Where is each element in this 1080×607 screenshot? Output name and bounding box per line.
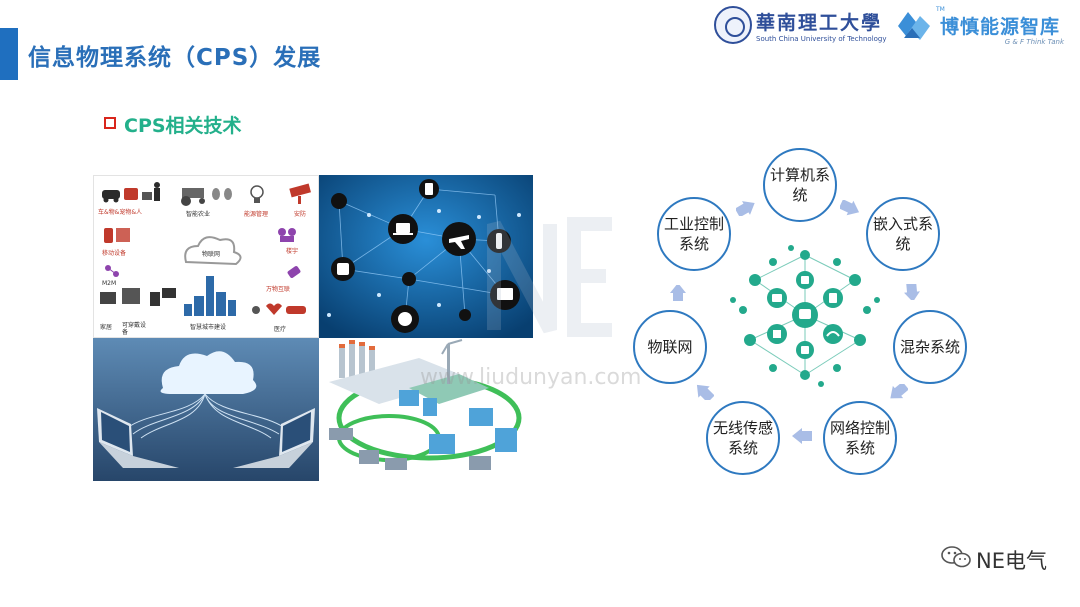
watermark-logo (480, 210, 620, 340)
scut-seal-icon (714, 6, 752, 44)
watermark-text: www.liudunyan.com (420, 365, 641, 390)
cloud-laptops-illustration (93, 338, 319, 481)
iot-hub-icon (725, 240, 885, 390)
label-agriculture: 智能农业 (186, 209, 210, 218)
wechat-brand: NE电气 (940, 543, 1050, 573)
node-label: 混杂系统 (900, 337, 960, 357)
node-label: 物联网 (640, 337, 700, 357)
cloud-computing-image (93, 338, 319, 481)
label-security: 安防 (294, 209, 306, 218)
label-m2m: M2M (102, 280, 116, 287)
cycle-arrow-icon (668, 285, 688, 301)
node-wireless-sensor-system: 无线传感系统 (706, 401, 780, 475)
section-subtitle: CPS相关技术 (124, 111, 242, 138)
gf-name-en: G & F Think Tank (1005, 38, 1064, 46)
cycle-arrow-icon (694, 384, 714, 400)
gf-name-cn: 博慎能源智库 (940, 12, 1060, 39)
smart-grid-illustration (319, 338, 533, 481)
gf-think-tank-logo: TM 博慎能源智库 G & F Think Tank (894, 6, 1070, 50)
cycle-arrow-icon (888, 384, 908, 400)
label-mobile: 移动设备 (102, 248, 126, 257)
node-industrial-control-system: 工业控制系统 (657, 197, 731, 271)
iot-applications-image: 车&物&宠物&人 智能农业 能源管理 安防 移动设备 物联网 楼宇 M2M 万物… (93, 175, 319, 338)
node-label: 嵌入式系统 (873, 214, 933, 254)
page-title: 信息物理系统（CPS）发展 (28, 38, 321, 72)
node-label: 网络控制系统 (830, 418, 890, 458)
scut-name-en: South China University of Technology (756, 35, 887, 43)
cycle-arrow-icon (902, 284, 922, 300)
label-home: 家居 (100, 322, 112, 331)
node-hybrid-system: 混杂系统 (893, 310, 967, 384)
bullet-square-icon (104, 117, 116, 129)
smart-grid-image (319, 338, 533, 481)
cycle-arrow-icon (840, 200, 860, 216)
brand-name: NE电气 (976, 545, 1047, 575)
node-embedded-system: 嵌入式系统 (866, 197, 940, 271)
label-cloud: 物联网 (202, 249, 220, 258)
node-label: 无线传感系统 (713, 418, 773, 458)
label-wearable: 可穿戴设备 (122, 322, 146, 336)
node-label: 计算机系统 (770, 165, 830, 205)
node-iot: 物联网 (633, 310, 707, 384)
label-vehicles: 车&物&宠物&人 (98, 207, 142, 216)
label-building: 楼宇 (286, 246, 298, 255)
scut-name-cn: 華南理工大學 (756, 8, 882, 35)
scut-logo: 華南理工大學 South China University of Technol… (714, 6, 874, 46)
label-energy: 能源管理 (244, 209, 268, 218)
label-iot: 万物互联 (266, 284, 290, 293)
header-accent-bar (0, 28, 18, 80)
node-label: 工业控制系统 (664, 214, 724, 254)
cycle-arrow-icon (792, 428, 812, 444)
node-networked-control-system: 网络控制系统 (823, 401, 897, 475)
gf-mark-icon (894, 8, 934, 44)
node-computer-system: 计算机系统 (763, 148, 837, 222)
label-medical: 医疗 (274, 324, 286, 333)
wechat-icon (940, 545, 976, 569)
cps-image-grid: 车&物&宠物&人 智能农业 能源管理 安防 移动设备 物联网 楼宇 M2M 万物… (93, 175, 533, 481)
cycle-arrow-icon (736, 200, 756, 216)
label-smart-city: 智慧城市建设 (190, 322, 226, 331)
